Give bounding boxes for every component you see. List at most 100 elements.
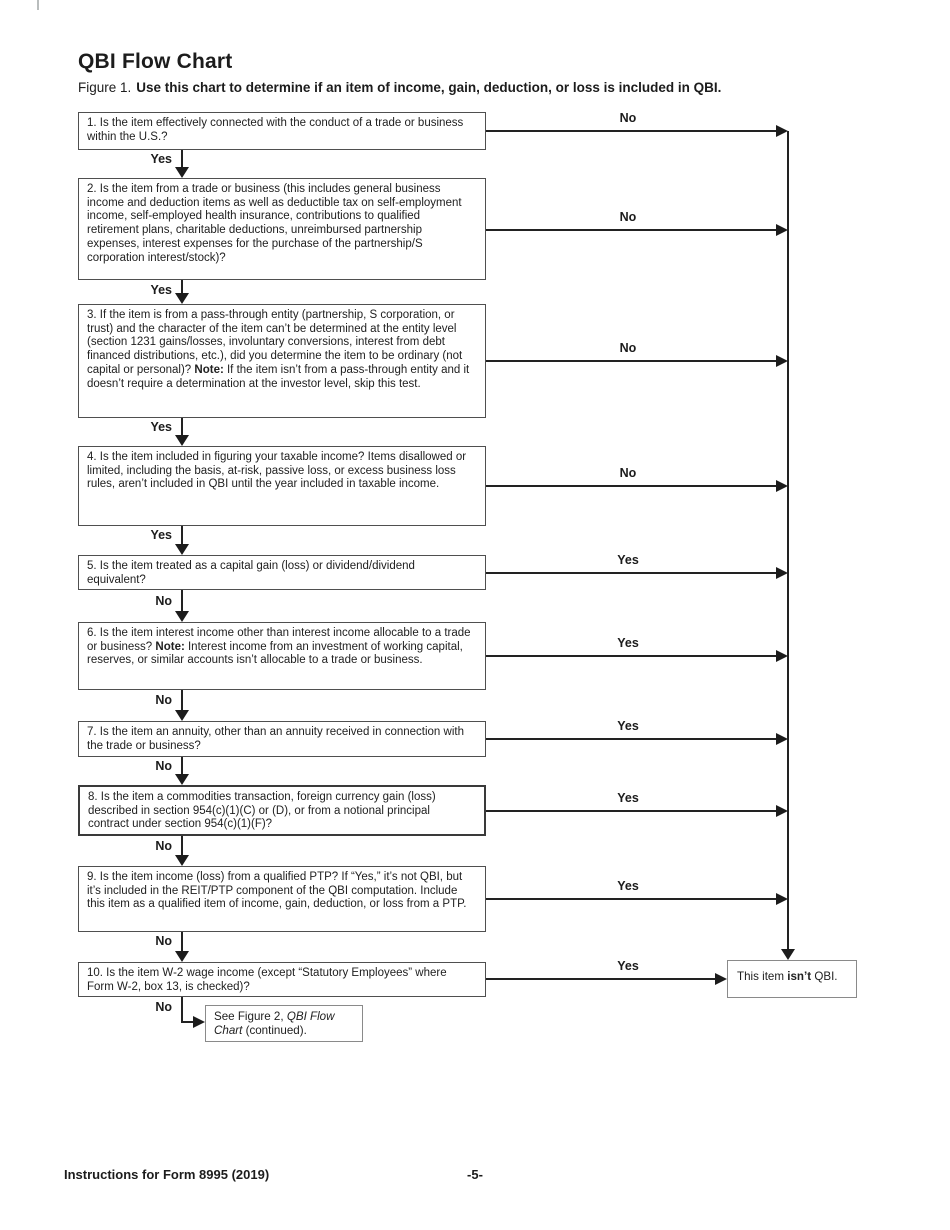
flow-box-6-text: 6. Is the item interest income other tha… bbox=[87, 627, 471, 653]
flow-line bbox=[181, 418, 183, 435]
down-label-7: No bbox=[155, 759, 172, 773]
arrow-down-icon bbox=[175, 855, 189, 866]
flow-box-8-text: 8. Is the item a commodities transaction… bbox=[88, 791, 436, 831]
right-label-8: Yes bbox=[617, 791, 639, 805]
arrow-down-icon bbox=[781, 949, 795, 960]
arrow-down-icon bbox=[175, 951, 189, 962]
flow-line bbox=[181, 150, 183, 167]
down-label-2: Yes bbox=[150, 283, 172, 297]
arrow-right-icon bbox=[776, 224, 788, 236]
arrow-down-icon bbox=[175, 167, 189, 178]
result-box-not-qbi: This item isn’t QBI. bbox=[727, 960, 857, 998]
down-label-3: Yes bbox=[150, 420, 172, 434]
right-label-10: Yes bbox=[617, 959, 639, 973]
figure-caption-text: Use this chart to determine if an item o… bbox=[136, 80, 722, 95]
arrow-down-icon bbox=[175, 544, 189, 555]
flow-box-5: 5. Is the item treated as a capital gain… bbox=[78, 555, 486, 590]
arrow-down-icon bbox=[175, 435, 189, 446]
right-label-5: Yes bbox=[617, 553, 639, 567]
right-label-2: No bbox=[619, 210, 637, 224]
arrow-right-icon bbox=[776, 805, 788, 817]
footer-page-number: -5- bbox=[467, 1167, 483, 1182]
flow-line bbox=[181, 280, 183, 293]
arrow-right-icon bbox=[776, 480, 788, 492]
down-label-9: No bbox=[155, 934, 172, 948]
flow-box-1-text: 1. Is the item effectively connected wit… bbox=[87, 117, 464, 143]
flow-box-3: 3. If the item is from a pass-through en… bbox=[78, 304, 486, 418]
right-label-1: No bbox=[619, 111, 637, 125]
flow-box-7: 7. Is the item an annuity, other than an… bbox=[78, 721, 486, 757]
down-label-5: No bbox=[155, 594, 172, 608]
flow-box-10-text: 10. Is the item W-2 wage income (except … bbox=[87, 967, 447, 993]
flow-box-8: 8. Is the item a commodities transaction… bbox=[78, 785, 486, 836]
right-label-9: Yes bbox=[617, 879, 639, 893]
flow-line bbox=[486, 572, 777, 574]
flow-line bbox=[181, 932, 183, 951]
flow-line bbox=[181, 590, 183, 611]
flow-line bbox=[486, 655, 777, 657]
flow-line bbox=[181, 836, 183, 855]
flow-box-4: 4. Is the item included in figuring your… bbox=[78, 446, 486, 526]
flow-box-5-text: 5. Is the item treated as a capital gain… bbox=[87, 560, 415, 586]
right-label-6: Yes bbox=[617, 636, 639, 650]
arrow-down-icon bbox=[175, 293, 189, 304]
continue-box-figure-2: See Figure 2, QBI Flow Chart (continued)… bbox=[205, 1005, 363, 1042]
continue-box-text-end: (continued). bbox=[242, 1024, 307, 1037]
down-label-4: Yes bbox=[150, 528, 172, 542]
down-label-10: No bbox=[155, 1000, 172, 1014]
flow-box-1: 1. Is the item effectively connected wit… bbox=[78, 112, 486, 150]
flow-line bbox=[486, 898, 777, 900]
arrow-right-icon bbox=[776, 567, 788, 579]
flow-line bbox=[181, 690, 183, 710]
arrow-right-icon bbox=[715, 973, 727, 985]
flow-line bbox=[486, 130, 777, 132]
result-box-text: This item bbox=[737, 970, 788, 983]
arrow-down-icon bbox=[175, 710, 189, 721]
flow-box-3-text: 3. If the item is from a pass-through en… bbox=[87, 309, 463, 376]
continue-box-italic-text: QBI Flow Chart bbox=[214, 1010, 335, 1037]
flow-box-9: 9. Is the item income (loss) from a qual… bbox=[78, 866, 486, 932]
arrow-right-icon bbox=[776, 355, 788, 367]
flow-line bbox=[486, 360, 777, 362]
trunk-line bbox=[787, 131, 789, 949]
result-box-bold-text: isn’t bbox=[787, 970, 812, 983]
flow-line bbox=[181, 526, 183, 544]
flow-box-2-text: 2. Is the item from a trade or business … bbox=[87, 183, 462, 264]
flow-box-7-text: 7. Is the item an annuity, other than an… bbox=[87, 726, 464, 752]
arrow-down-icon bbox=[175, 774, 189, 785]
flow-line bbox=[181, 1021, 195, 1023]
flow-box-10: 10. Is the item W-2 wage income (except … bbox=[78, 962, 486, 997]
arrow-right-icon bbox=[776, 125, 788, 137]
arrow-right-icon bbox=[776, 893, 788, 905]
right-label-7: Yes bbox=[617, 719, 639, 733]
down-label-6: No bbox=[155, 693, 172, 707]
flow-line bbox=[181, 757, 183, 774]
scan-artifact bbox=[37, 0, 39, 10]
arrow-down-icon bbox=[175, 611, 189, 622]
arrow-right-icon bbox=[776, 650, 788, 662]
flow-box-6: 6. Is the item interest income other tha… bbox=[78, 622, 486, 690]
flow-box-2: 2. Is the item from a trade or business … bbox=[78, 178, 486, 280]
right-label-4: No bbox=[619, 466, 637, 480]
footer-document-title: Instructions for Form 8995 (2019) bbox=[64, 1167, 270, 1182]
down-label-1: Yes bbox=[150, 152, 172, 166]
continue-box-text: See Figure 2, bbox=[214, 1010, 287, 1023]
flow-line bbox=[486, 978, 715, 980]
right-label-3: No bbox=[619, 341, 637, 355]
result-box-text-end: QBI. bbox=[811, 970, 838, 983]
flow-box-3-note-label: Note: bbox=[194, 363, 224, 376]
figure-label: Figure 1. bbox=[78, 80, 132, 95]
flow-line bbox=[486, 229, 777, 231]
flow-line bbox=[486, 738, 777, 740]
flow-box-6-note-text: Interest income from an investment of wo… bbox=[87, 640, 463, 667]
page-title: QBI Flow Chart bbox=[78, 50, 233, 73]
flow-box-3-note-text: If the item isn’t from a pass-through en… bbox=[87, 363, 470, 390]
arrow-right-icon bbox=[776, 733, 788, 745]
flow-box-9-text: 9. Is the item income (loss) from a qual… bbox=[87, 871, 467, 911]
figure-caption: Figure 1. Use this chart to determine if … bbox=[78, 80, 721, 95]
flow-line bbox=[181, 997, 183, 1023]
down-label-8: No bbox=[155, 839, 172, 853]
flow-box-4-text: 4. Is the item included in figuring your… bbox=[87, 451, 467, 491]
flow-line bbox=[486, 810, 777, 812]
